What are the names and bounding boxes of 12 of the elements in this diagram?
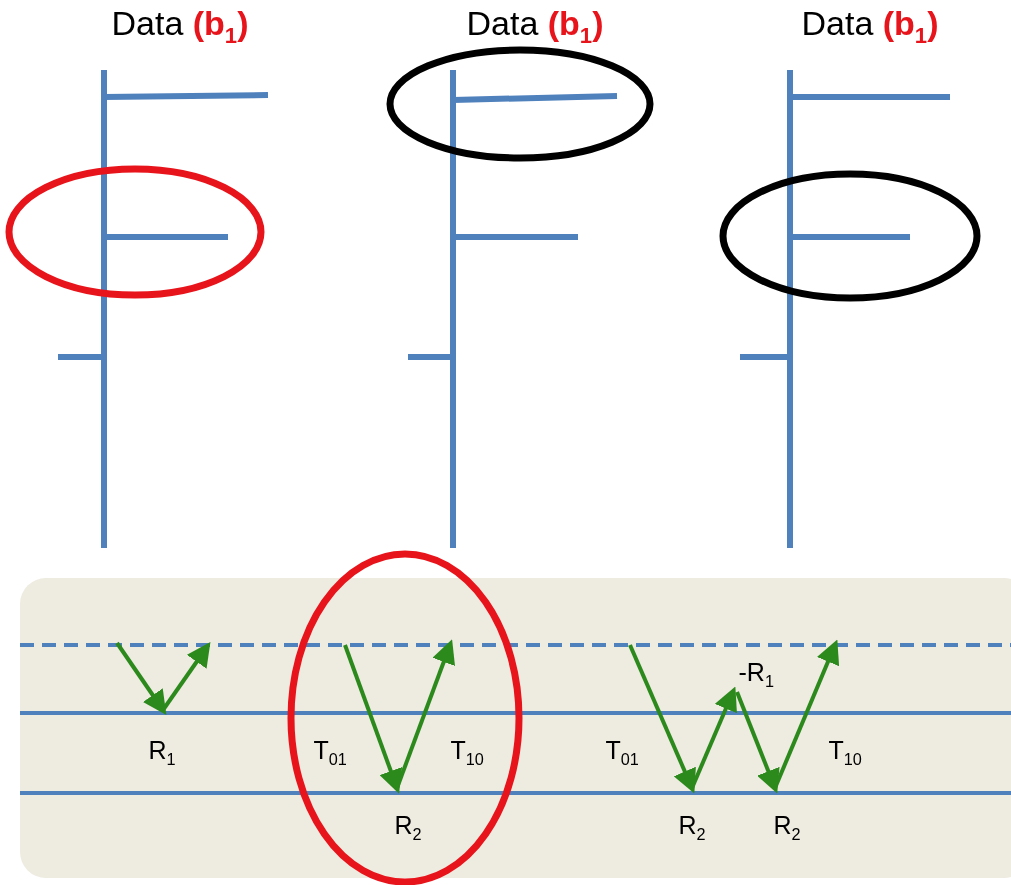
ray-label: -R$_{1}$ <box>738 660 774 690</box>
trace-heading: Data (b$_{1}$) <box>801 6 939 47</box>
ray-label: R$_{2}$ <box>773 813 801 843</box>
ray-label: T$_{01}$ <box>313 738 347 768</box>
ray-label: R$_{1}$ <box>148 738 176 768</box>
ray-label: T$_{10}$ <box>828 738 862 768</box>
ray-label: R$_{2}$ <box>394 813 422 843</box>
ray-label: T$_{10}$ <box>450 738 484 768</box>
trace-heading: Data (b$_{1}$) <box>466 6 604 47</box>
ray-label: R$_{2}$ <box>678 813 706 843</box>
trace-heading: Data (b$_{1}$) <box>111 6 249 47</box>
ray-label: T$_{01}$ <box>605 738 639 768</box>
